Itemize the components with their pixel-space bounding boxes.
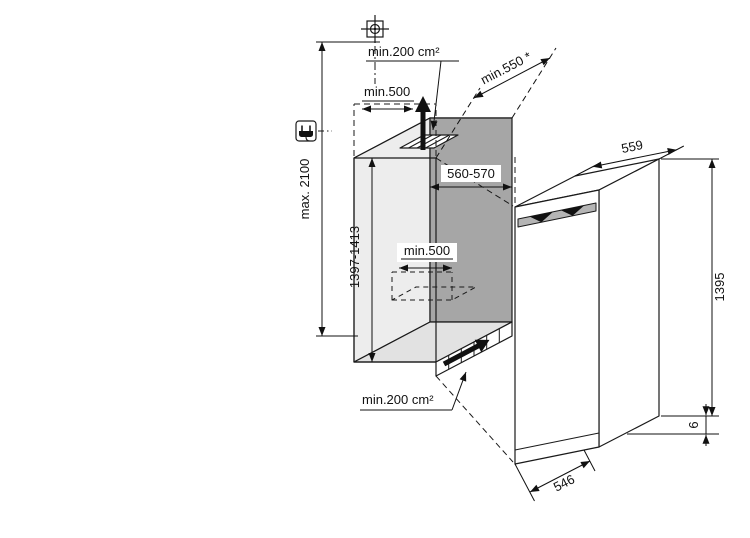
plug-prongs [301, 125, 311, 131]
label-underlines [360, 60, 459, 411]
label-clearance-top: min.500 [364, 84, 410, 99]
airflow-up-arrow-icon [415, 96, 431, 150]
label-base-gap: 6 [686, 421, 701, 428]
plug-box [295, 120, 317, 142]
rear-clearance-label-bg [397, 243, 457, 262]
label-top-vent-area: min.200 cm² [368, 44, 440, 59]
appliance-plinth-line [514, 432, 600, 451]
crosshair-dot [373, 27, 377, 31]
dim-niche-depth [473, 57, 551, 99]
appliance-right-face [598, 158, 660, 448]
appliance-door-face [514, 189, 600, 465]
appliance-group [514, 158, 660, 465]
plug-body [299, 131, 313, 137]
label-appliance-width: 559 [620, 137, 644, 156]
niche-width-label-bg [441, 165, 501, 182]
label-appliance-height: 1395 [712, 273, 727, 302]
plug-cord [305, 136, 311, 142]
power-plug-icon [295, 120, 332, 142]
leader-top-vent [430, 60, 442, 131]
leader-bottom-vent [451, 371, 467, 411]
air-shaft-dashed-outline [353, 103, 437, 156]
label-appliance-depth: 546 [551, 471, 577, 494]
rear-clearance-dashed-box [391, 271, 477, 301]
label-clearance-rear: min.500 [404, 243, 450, 258]
dimension-lines-group [316, 41, 719, 502]
label-bottom-vent-area: min.200 cm² [362, 392, 434, 407]
mains-connection-position-icon [361, 15, 389, 84]
niche-group [353, 103, 516, 463]
label-socket-max-height: max. 2100 [297, 159, 312, 220]
dim-appliance-depth [529, 460, 591, 493]
niche-interior-side-wall [353, 117, 431, 363]
label-niche-height: 1397-1413 [347, 226, 362, 288]
airflow-in-arrow-icon [442, 339, 490, 367]
dim-appliance-width [592, 148, 677, 169]
appliance-door-vent-pattern [529, 205, 585, 223]
label-niche-width: 560-570 [447, 166, 495, 181]
crosshair-circle [369, 23, 381, 35]
